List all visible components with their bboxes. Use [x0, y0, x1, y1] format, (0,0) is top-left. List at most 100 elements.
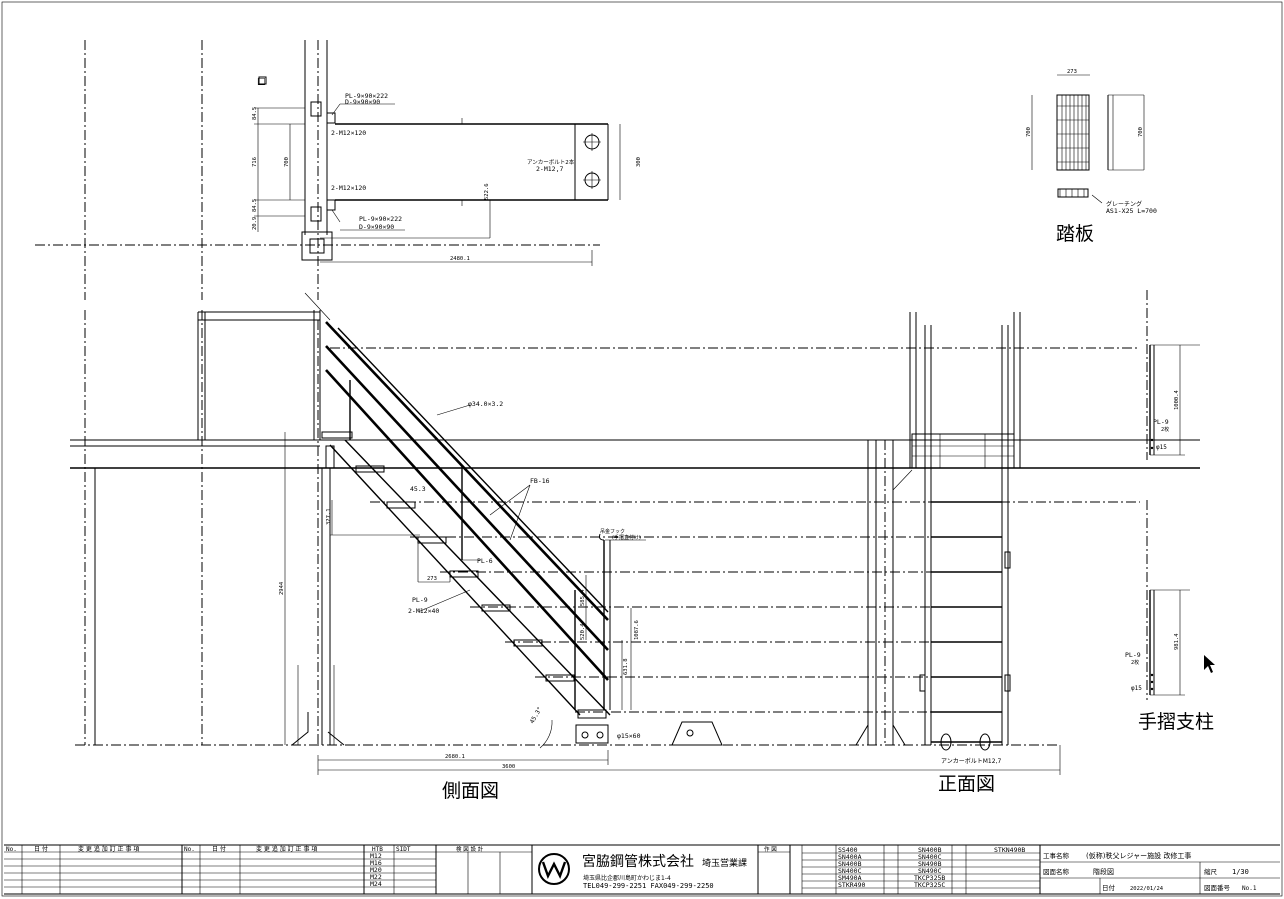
post-d15a: φ15 [1156, 444, 1167, 451]
tb-mat-1-1: SN400A [838, 853, 862, 861]
tread-title: 踏板 [1056, 223, 1094, 245]
post-detail [1146, 290, 1200, 700]
plan-anchor-2: 2-M12,7 [536, 165, 563, 173]
tb-bolt-2: M20 [370, 866, 382, 874]
tb-mat-1-5: STKR490 [838, 881, 865, 889]
tb-label-drawing: 図面名称 [1043, 867, 1070, 876]
tb-label-number: 図面番号 [1204, 884, 1231, 892]
tb-scale: 1/30 [1232, 868, 1249, 876]
tb-h-revision2: 変 更 追 加 訂 正 事 項 [256, 845, 317, 853]
plan-anchor-1: アンカーボルト2本 [527, 158, 575, 166]
tb-h-inspect: 検 図 設 計 [456, 845, 484, 853]
plan-dim-845: 84.5 [252, 107, 258, 120]
tread-detail [1031, 74, 1145, 204]
side-view [70, 292, 1200, 775]
front-labels: アンカーボルトM12,7 正面図 [938, 757, 1001, 795]
tread-note-2: AS1-X25 L=700 [1106, 207, 1157, 215]
title-block [4, 844, 1280, 895]
tb-bolt-4: M24 [370, 880, 382, 888]
tb-tel: TEL049-299-2251 FAX049-299-2250 [583, 882, 714, 890]
side-pl-a: PL-6 [477, 557, 493, 565]
side-treads [321, 431, 607, 719]
plan-dim-20: 20.9 [252, 217, 258, 230]
post-title: 手摺支柱 [1138, 711, 1214, 733]
side-angle: 45.3 [410, 485, 426, 493]
plan-pl-bot-2: D-9×90×90 [359, 223, 394, 231]
tb-mat-2-4: TKCP325B [914, 874, 945, 882]
tread-labels: 273 700 700 グレーチング AS1-X25 L=700 踏板 [1026, 69, 1157, 245]
tb-mat-2-2: SN490B [918, 860, 942, 868]
tread-dim-right: 700 [1138, 127, 1144, 137]
plan-pl-bot-1: PL-9×90×222 [359, 215, 402, 223]
tb-label-project: 工事名称 [1043, 851, 1070, 860]
side-fb: FB-16 [530, 477, 550, 485]
front-treads [931, 501, 1002, 743]
tb-h-date: 日 付 [34, 845, 48, 853]
side-dim-1087: 1087.6 [634, 620, 640, 640]
tb-drawing: 階段図 [1093, 867, 1114, 876]
plan-bolt-bottom: 2-M12×120 [331, 184, 366, 192]
tb-bolt-3: M22 [370, 873, 382, 881]
tb-company: 宮脇鋼管株式会社 [582, 854, 694, 870]
tb-mat-2-5: TKCP325C [914, 881, 945, 889]
side-dim-2680: 2680.1 [445, 754, 465, 760]
tb-branch: 埼玉営業課 [702, 857, 747, 869]
side-hook-2: (手摺直付け) [612, 534, 641, 541]
side-dim-6318: 631.8 [623, 658, 629, 675]
post-dim-1000: 1000.4 [1174, 389, 1180, 410]
tb-h-no2: No. [184, 846, 195, 853]
post-pl-1: PL-9 [1153, 418, 1169, 426]
tb-address: 埼玉県比企郡川島町かわじま1-4 [583, 874, 671, 882]
side-hole: φ15×60 [617, 732, 641, 740]
tb-h-bolt: HTB [372, 846, 383, 853]
post-labels: PL-9 2枚 φ15 1000.4 PL-9 2枚 φ15 981.4 手摺支… [1125, 389, 1214, 733]
tb-mat-1-0: SS400 [838, 846, 858, 854]
post-pl-2: PL-9 [1125, 651, 1141, 659]
plan-dim-300: 300 [636, 157, 642, 167]
tb-h-sidt: SIDT [396, 846, 411, 853]
tread-note-1: グレーチング [1106, 200, 1142, 208]
plan-mark: □ [257, 77, 266, 87]
cursor-icon [1204, 655, 1215, 673]
tb-h-date2: 日 付 [212, 845, 226, 853]
front-view [855, 312, 1021, 751]
side-dim-3600: 3600 [502, 764, 515, 770]
front-title: 正面図 [938, 773, 995, 795]
tb-label-scale: 縮尺 [1204, 867, 1218, 876]
plan-pl-top-2: D-9×90×90 [345, 98, 380, 106]
front-anchor: アンカーボルトM12,7 [941, 757, 1001, 765]
side-height: 2944 [279, 581, 285, 595]
tread-dim-left: 700 [1026, 127, 1032, 137]
tb-h-no: No. [6, 846, 17, 853]
tb-mat-2-1: SN400C [918, 853, 942, 861]
side-dim-5854: 585.4 [580, 589, 586, 606]
side-pipe: φ34.0×3.2 [468, 400, 503, 408]
plan-view [35, 40, 621, 300]
tb-label-date: 日付 [1102, 883, 1116, 892]
tread-dim-top: 273 [1067, 69, 1077, 75]
side-labels: φ34.0×3.2 FB-16 45.3 327.1 273 PL-6 PL-9… [279, 400, 641, 802]
tb-mat-1-4: SM490A [838, 874, 862, 882]
plan-dim-845b: 84.5 [252, 199, 258, 212]
plan-labels: PL-9×90×222 D-9×90×90 2-M12×120 2-M12×12… [252, 77, 642, 262]
plan-dim-716: 716 [252, 157, 258, 167]
plan-dim-522: 522.6 [484, 183, 490, 200]
plan-pl-top-1: PL-9×90×222 [345, 92, 388, 100]
plan-bolt-top: 2-M12×120 [331, 129, 366, 137]
title-block-text: No. 日 付 変 更 追 加 訂 正 事 項 No. 日 付 変 更 追 加 … [6, 845, 1257, 892]
tb-bolt-0: M12 [370, 852, 382, 860]
side-dim-5204: 520.4 [580, 623, 586, 640]
side-base-angle: 45.3° [529, 706, 544, 725]
tb-project: (仮称)秩父レジャー施設 改修工事 [1086, 851, 1191, 860]
plan-dim-700: 700 [284, 157, 290, 167]
tb-h-author: 作 図 [764, 845, 777, 853]
side-pl-b: PL-9 [412, 596, 428, 604]
post-pl-2b: 2枚 [1131, 659, 1139, 666]
tb-mat-2-0: SN400B [918, 846, 942, 854]
post-dim-981: 981.4 [1174, 633, 1180, 650]
post-pl-1b: 2枚 [1161, 426, 1169, 433]
side-rise: 327.1 [326, 508, 332, 525]
side-hook-1: 吊金フック [600, 528, 625, 535]
side-title: 側面図 [442, 780, 499, 802]
